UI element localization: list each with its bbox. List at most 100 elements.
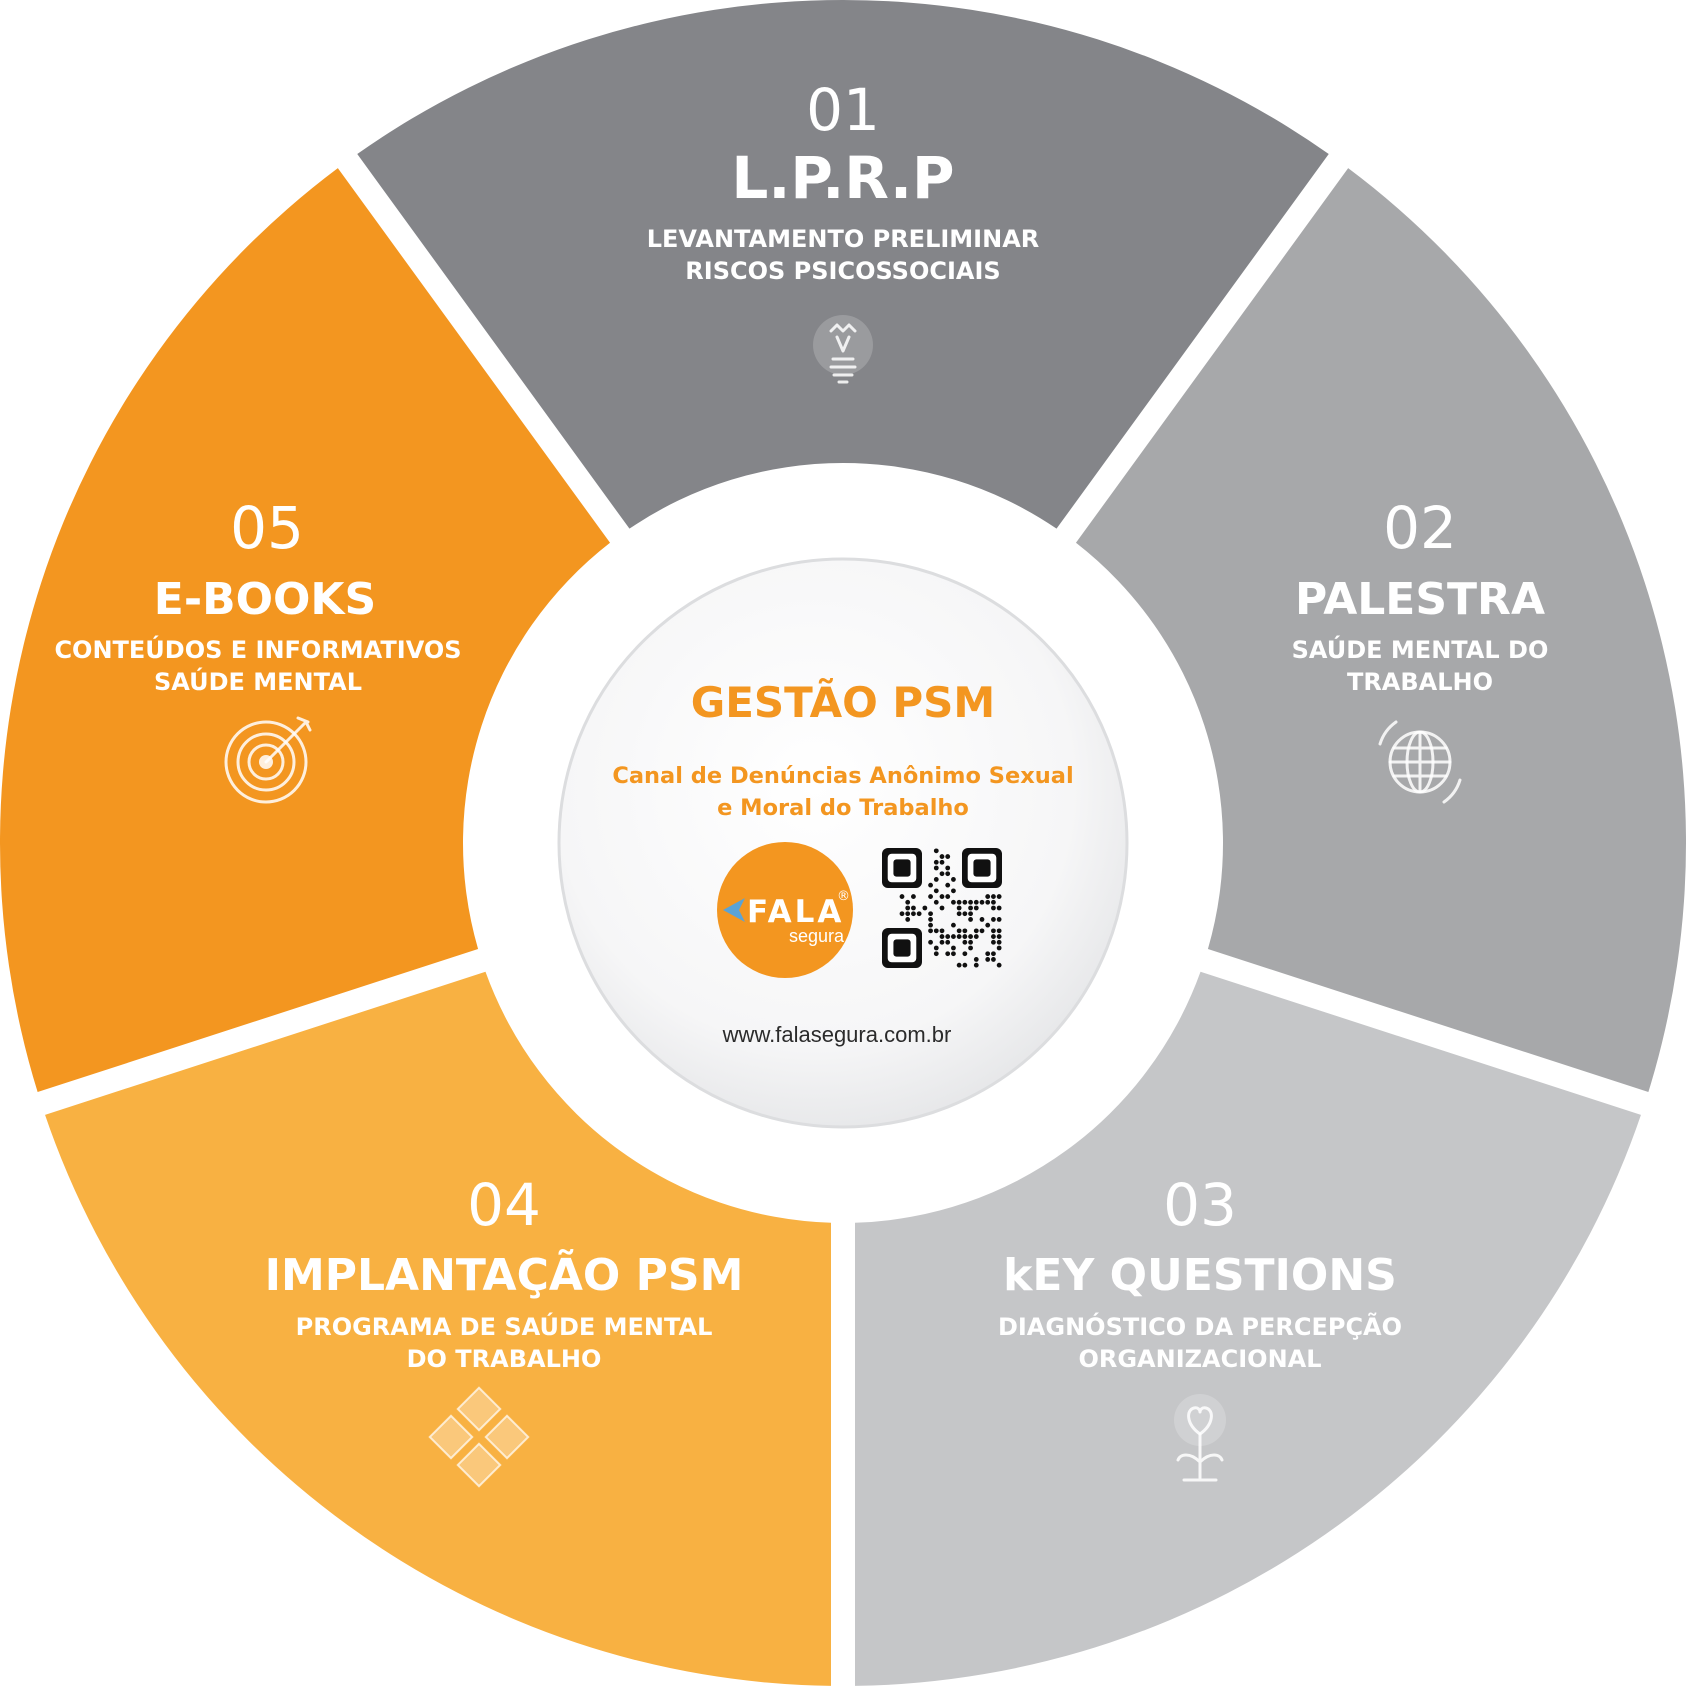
- qr-module: [928, 917, 933, 922]
- qr-module: [939, 905, 945, 911]
- segment-03-title: kEY QUESTIONS: [1003, 1250, 1397, 1301]
- qr-module: [979, 899, 985, 905]
- center-content: GESTÃO PSM Canal de Denúncias Anônimo Se…: [612, 677, 1073, 1047]
- globe-icon: [1378, 720, 1462, 804]
- segment-02-title: PALESTRA: [1295, 574, 1545, 625]
- qr-code[interactable]: [882, 848, 1002, 968]
- segment-04-subtitle-1: PROGRAMA DE SAÚDE MENTAL: [296, 1311, 713, 1341]
- qr-module: [945, 951, 951, 957]
- qr-module: [996, 917, 1002, 922]
- qr-module: [899, 911, 905, 917]
- qr-module: [996, 928, 1002, 934]
- qr-module: [996, 962, 1002, 968]
- segment-01: 01 L.P.R.P LEVANTAMENTO PRELIMINAR RISCO…: [647, 76, 1039, 384]
- qr-module: [973, 899, 979, 905]
- qr-module: [916, 911, 922, 917]
- qr-module: [973, 962, 979, 968]
- qr-module: [933, 888, 939, 894]
- qr-module: [991, 934, 996, 939]
- qr-module: [979, 917, 985, 922]
- qr-module: [968, 945, 973, 951]
- qr-module: [933, 899, 939, 905]
- qr-module: [962, 962, 968, 968]
- qr-module: [962, 899, 968, 905]
- qr-module: [945, 871, 951, 877]
- target-icon: [224, 716, 312, 804]
- qr-module: [962, 934, 968, 939]
- qr-module: [956, 899, 962, 905]
- qr-module: [991, 899, 996, 905]
- qr-module: [939, 928, 945, 934]
- qr-module: [933, 877, 939, 882]
- qr-finder-pattern: [962, 848, 1002, 888]
- qr-module: [951, 945, 956, 951]
- segment-03-subtitle-1: DIAGNÓSTICO DA PERCEPÇÃO: [998, 1311, 1402, 1341]
- qr-module: [996, 934, 1002, 939]
- qr-module: [962, 928, 968, 934]
- qr-module: [956, 905, 962, 911]
- qr-module: [933, 848, 939, 854]
- qr-module: [933, 951, 939, 957]
- segment-04-title: IMPLANTAÇÃO PSM: [265, 1248, 744, 1301]
- qr-module: [945, 934, 951, 939]
- qr-module: [956, 962, 962, 968]
- qr-module: [945, 865, 951, 871]
- qr-module: [968, 939, 973, 945]
- qr-module: [996, 905, 1002, 911]
- segment-05-subtitle-2: SAÚDE MENTAL: [154, 666, 362, 696]
- qr-module: [973, 905, 979, 911]
- qr-module: [905, 917, 911, 922]
- qr-module: [899, 894, 905, 899]
- qr-module: [968, 911, 973, 917]
- qr-module: [933, 865, 939, 871]
- qr-module: [939, 854, 945, 859]
- qr-module: [911, 911, 916, 917]
- segment-03-number: 03: [1163, 1171, 1237, 1239]
- segment-02-subtitle-1: SAÚDE MENTAL DO: [1292, 634, 1549, 664]
- qr-module: [991, 957, 996, 962]
- segment-04-subtitle-2: DO TRABALHO: [407, 1345, 602, 1373]
- qr-module: [911, 905, 916, 911]
- qr-module: [968, 899, 973, 905]
- qr-module: [933, 928, 939, 934]
- qr-finder-pattern: [882, 928, 922, 968]
- qr-module: [928, 928, 933, 934]
- qr-module: [951, 888, 956, 894]
- qr-module: [985, 899, 991, 905]
- website-url[interactable]: www.falasegura.com.br: [722, 1022, 952, 1047]
- qr-module: [973, 928, 979, 934]
- qr-module: [951, 951, 956, 957]
- qr-finder-pattern: [882, 848, 922, 888]
- segment-01-title: L.P.R.P: [731, 144, 954, 212]
- qr-module: [922, 905, 928, 911]
- segment-04-wedge: [45, 971, 832, 1686]
- qr-module: [933, 859, 939, 865]
- qr-module: [956, 934, 962, 939]
- qr-module: [905, 911, 911, 917]
- qr-module: [962, 939, 968, 945]
- fala-segura-logo[interactable]: FALA segura ®: [717, 842, 853, 978]
- logo-sub: segura: [789, 926, 845, 946]
- qr-module: [905, 899, 911, 905]
- qr-module: [968, 917, 973, 922]
- segment-02-subtitle-2: TRABALHO: [1347, 668, 1493, 696]
- segment-04-number: 04: [467, 1171, 541, 1239]
- qr-module: [928, 911, 933, 917]
- qr-module: [951, 899, 956, 905]
- segment-05: 05 E-BOOKS CONTEÚDOS E INFORMATIVOS SAÚD…: [54, 494, 462, 804]
- puzzle-icon: [428, 1386, 530, 1488]
- lightbulb-icon: [813, 315, 873, 384]
- qr-module: [985, 957, 991, 962]
- qr-module: [911, 894, 916, 899]
- segment-03-subtitle-2: ORGANIZACIONAL: [1078, 1345, 1321, 1373]
- center-subtitle-1: Canal de Denúncias Anônimo Sexual: [612, 763, 1073, 789]
- qr-module: [905, 905, 911, 911]
- qr-module: [939, 939, 945, 945]
- qr-module: [945, 854, 951, 859]
- segment-05-wedge: [0, 168, 611, 1093]
- segment-02-wedge: [1075, 168, 1686, 1093]
- qr-module: [991, 928, 996, 934]
- qr-module: [991, 894, 996, 899]
